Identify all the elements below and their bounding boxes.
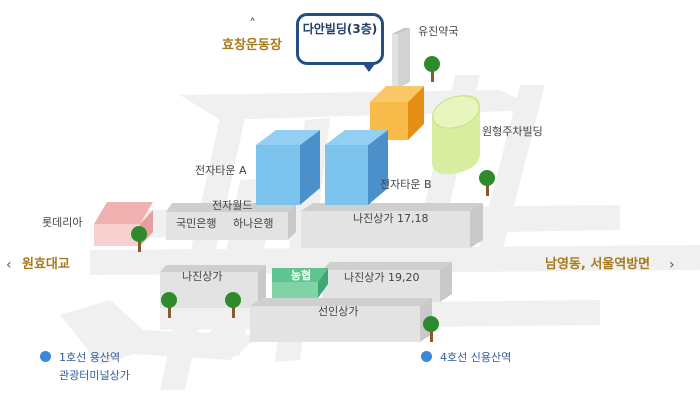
nonghyup-building (272, 268, 328, 298)
station-line4: 4호선 신용산역 (421, 350, 511, 365)
tree-icon (131, 226, 147, 252)
lotteria-building (94, 202, 153, 246)
station-line1-sub: 관광터미널상가 (59, 369, 130, 382)
subway-station-icon (40, 351, 51, 362)
block-electronics-world (166, 203, 296, 240)
label-lotteria: 롯데리아 (42, 216, 83, 229)
label-electronics-a: 전자타운 A (195, 164, 247, 177)
tree-icon (479, 170, 495, 196)
electronics-town-a-building (256, 130, 320, 205)
station-line1-name: 1호선 용산역 (59, 351, 121, 364)
chevron-right-icon: › (669, 257, 675, 273)
parking-building (432, 95, 480, 175)
label-sunin: 선인상가 (318, 305, 359, 318)
callout-text: 다안빌딩(3층) (302, 22, 378, 36)
pharmacy-building (392, 28, 410, 88)
direction-north: 효창운동장 (222, 38, 282, 53)
label-hana-bank: 하나은행 (233, 217, 274, 230)
label-najin-1920: 나진상가 19,20 (344, 271, 420, 284)
station-line1: 1호선 용산역 (40, 350, 120, 365)
chevron-left-icon: ‹ (6, 257, 12, 273)
station-line4-name: 4호선 신용산역 (440, 351, 512, 364)
block-najin-1920 (322, 262, 452, 302)
electronics-town-b-building (325, 130, 388, 205)
block-najin-1718 (301, 203, 483, 248)
label-parking: 원형주차빌딩 (482, 125, 543, 138)
chevron-up-icon: ˄ (249, 17, 256, 33)
label-electronics-b: 전자타운 B (380, 178, 432, 191)
direction-west: 원효대교 (22, 257, 70, 272)
label-pharmacy: 유진약국 (418, 25, 459, 38)
trees (131, 56, 495, 342)
label-nonghyup: 농협 (290, 269, 312, 282)
tree-icon (423, 316, 439, 342)
label-kookmin-bank: 국민은행 (176, 217, 217, 230)
label-najin-1718: 나진상가 17,18 (353, 212, 429, 225)
direction-east: 남영동, 서울역방면 (545, 257, 651, 272)
label-electronics-world: 전자월드 (212, 199, 253, 212)
label-najin: 나진상가 (182, 270, 223, 283)
target-callout: 다안빌딩(3층) (296, 13, 384, 72)
tree-icon (424, 56, 440, 82)
tree-icon (225, 292, 241, 318)
subway-station-icon (421, 351, 432, 362)
tree-icon (161, 292, 177, 318)
